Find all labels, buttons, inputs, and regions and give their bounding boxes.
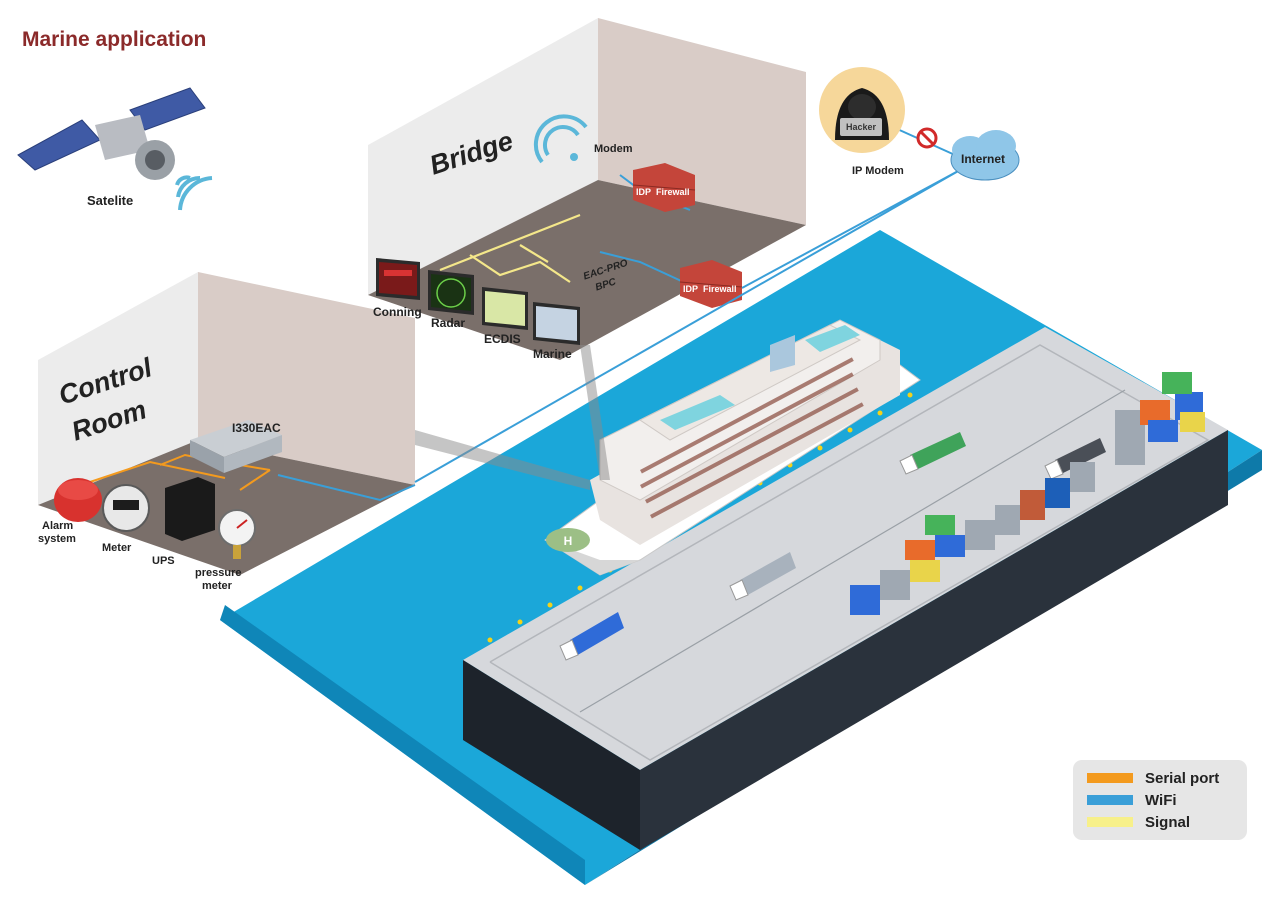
firewall-bricks [632, 163, 743, 308]
legend-label: WiFi [1145, 791, 1177, 809]
alarm-label-line2: system [38, 533, 76, 545]
legend-label: Serial port [1145, 769, 1220, 787]
firewall-label-top: Firewall [656, 187, 690, 197]
meter-device [102, 484, 150, 532]
helipad-label: H [564, 534, 573, 548]
alarm-label-line1: Alarm [42, 520, 74, 532]
cruise-ship: H [544, 319, 921, 576]
truck [1044, 438, 1106, 480]
legend: Serial port WiFi Signal [1073, 760, 1247, 840]
conning-monitor [376, 258, 420, 300]
satellite-label: Satelite [87, 193, 134, 208]
idp-label-top: IDP [636, 187, 652, 197]
dock [463, 327, 1228, 850]
truck [899, 432, 966, 475]
conning-label: Conning [373, 305, 422, 319]
blocked-icon [916, 127, 938, 149]
ups-device [165, 477, 215, 541]
legend-item-signal: Signal [1087, 812, 1190, 832]
legend-swatch [1087, 817, 1133, 827]
ecdis-label: ECDIS [484, 332, 521, 346]
satellite-signal-icon [175, 175, 213, 211]
bridge-monitors [376, 258, 580, 345]
meter-label: Meter [102, 542, 132, 554]
satellite-icon [17, 87, 206, 180]
pressure-label-line1: pressure [195, 567, 242, 579]
legend-label: Signal [1145, 813, 1191, 831]
device-label: I330EAC [232, 421, 281, 435]
truck [729, 552, 796, 601]
firewall-top [632, 163, 696, 212]
legend-swatch [1087, 773, 1133, 783]
firewall-bottom [679, 260, 743, 308]
legend-item-serial-port: Serial port [1087, 768, 1219, 788]
ship-callouts [415, 345, 610, 490]
legend-item-wifi: WiFi [1087, 790, 1177, 810]
trucks [559, 432, 1106, 661]
internet-cloud-icon [950, 130, 1020, 181]
ecdis-monitor [482, 287, 528, 330]
ip-modem-label: IP Modem [852, 165, 904, 177]
modem-label: Modem [594, 143, 633, 155]
marine-monitor [533, 302, 580, 345]
hacker-icon [819, 67, 905, 153]
i330eac-device [190, 420, 282, 473]
bridge-room [368, 18, 806, 360]
pressure-gauge [218, 509, 256, 559]
radar-label: Radar [431, 316, 466, 330]
alarm-siren [54, 478, 102, 522]
truck [559, 612, 624, 661]
page-title: Marine application [22, 28, 207, 51]
wifi-icon [533, 114, 588, 164]
pressure-label-line2: meter [202, 580, 232, 592]
firewall-label-bottom: Firewall [703, 284, 737, 294]
idp-label-bottom: IDP [683, 284, 699, 294]
marine-label: Marine [533, 347, 572, 361]
ups-label: UPS [152, 555, 175, 567]
radar-monitor [428, 270, 474, 315]
containers [850, 372, 1205, 615]
wifi-dot [570, 153, 578, 161]
legend-swatch [1087, 795, 1133, 805]
internet-label: Internet [961, 152, 1006, 166]
control-room-devices [54, 420, 282, 559]
hacker-label: Hacker [846, 122, 877, 132]
